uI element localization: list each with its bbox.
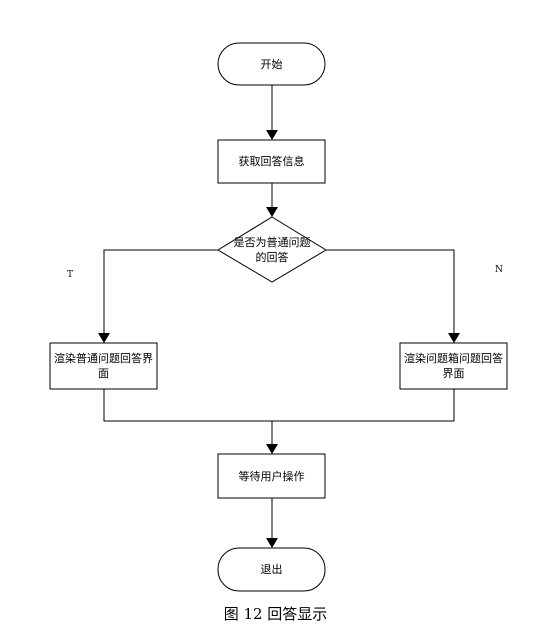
decision-diamond bbox=[217, 216, 327, 283]
exit-label: 退出 bbox=[260, 563, 283, 576]
line-normal-merge bbox=[103, 389, 455, 422]
arrow-decision-yes bbox=[98, 249, 218, 343]
get-info-box bbox=[217, 139, 326, 184]
start-label: 开始 bbox=[260, 57, 283, 71]
render-box-label: 渲染问题箱问题回答界面 bbox=[404, 352, 503, 380]
decision-label: 是否为普通问题的回答 bbox=[233, 236, 311, 264]
wait-label: 等待用户操作 bbox=[238, 469, 305, 483]
figure-caption: 图 12 回答显示 bbox=[223, 605, 328, 623]
get-info-label: 获取回答信息 bbox=[238, 155, 305, 168]
branch-yes-label: T bbox=[67, 270, 74, 280]
render-normal-label: 渲染普通问题回答界面 bbox=[54, 352, 153, 380]
branch-no-label: N bbox=[495, 265, 503, 275]
arrow-decision-no bbox=[326, 249, 460, 343]
